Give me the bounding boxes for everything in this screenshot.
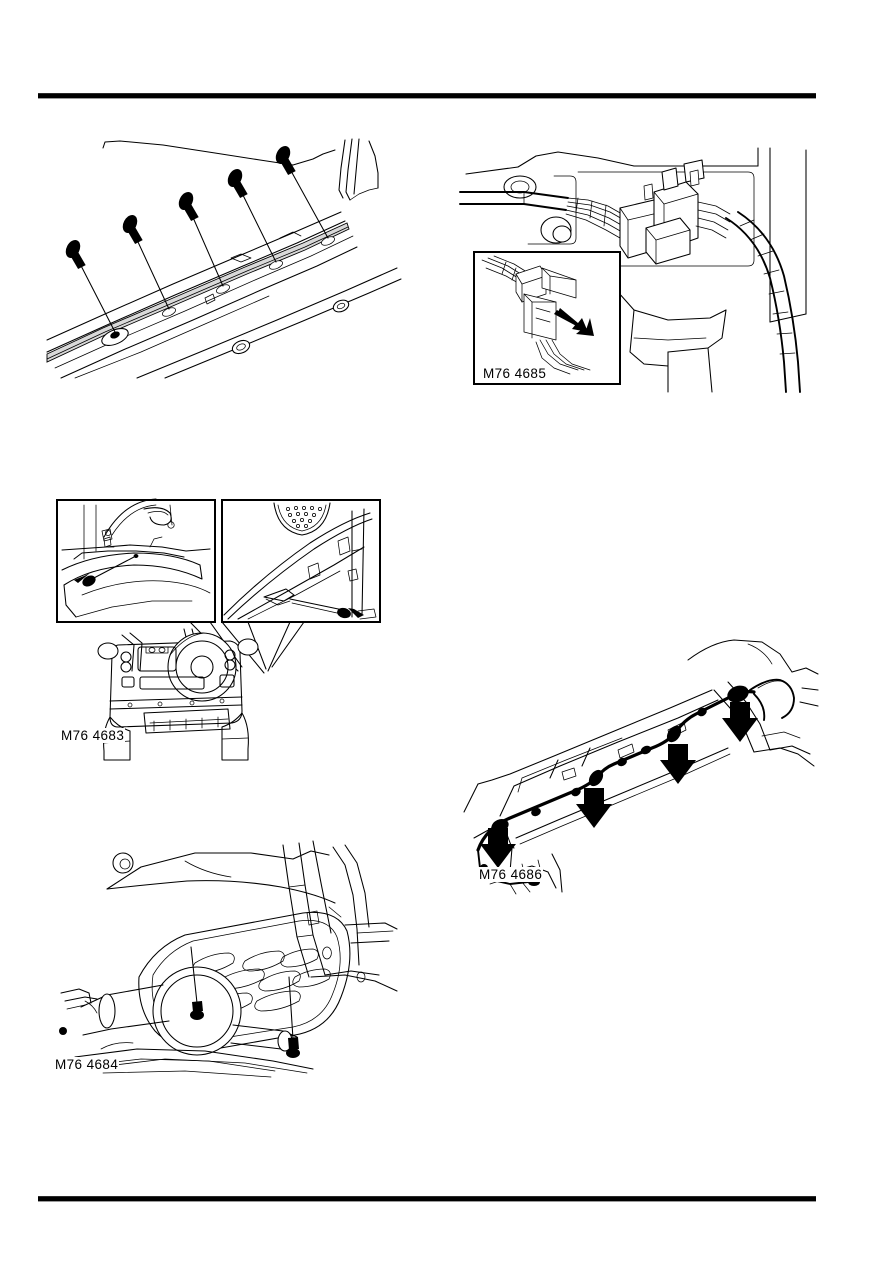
screw-5	[275, 146, 329, 239]
screw-2	[122, 215, 170, 310]
figure-harness-connector: M76 4685	[458, 142, 818, 393]
figure-caption-4685: M76 4685	[482, 366, 548, 381]
main-harness-cable	[459, 191, 625, 239]
clip-arrow-1	[480, 828, 516, 868]
figure-caption-4686: M76 4686	[478, 867, 544, 882]
clip-arrow-4	[722, 702, 758, 742]
exhaust-heat-shield	[138, 911, 351, 1050]
sleeved-cable	[725, 211, 801, 393]
screw-4	[227, 169, 277, 263]
screw-3	[178, 192, 224, 287]
connector-body	[619, 159, 731, 265]
figure-rear-body-fixings: M76 4683	[52, 495, 392, 761]
clip-arrow-3	[660, 744, 696, 784]
exhaust-silencer	[59, 966, 314, 1072]
footer-rule	[38, 1196, 816, 1202]
figure-harness-routing: M76 4686	[462, 632, 822, 897]
inset-detail-connector-release	[473, 251, 621, 385]
clip-arrow-2	[576, 788, 612, 828]
figure-caption-4683: M76 4683	[60, 728, 126, 743]
sill-panel-outline	[46, 138, 402, 379]
header-rule	[38, 93, 816, 99]
vehicle-rear-view	[97, 628, 259, 761]
screw-1	[65, 240, 116, 333]
heatshield-bolt-2	[286, 976, 300, 1058]
figure-heatshield-fixings: M76 4684	[45, 825, 400, 1090]
underbody-structure	[106, 840, 398, 992]
figure-caption-4684: M76 4684	[54, 1057, 120, 1072]
detail-view-a	[56, 498, 216, 623]
chassis-rail-outline	[463, 639, 819, 893]
figure-sill-screws	[45, 128, 405, 379]
detail-view-b	[221, 499, 381, 623]
harness-cable	[476, 678, 795, 895]
heatshield-bolt-1	[190, 946, 204, 1020]
